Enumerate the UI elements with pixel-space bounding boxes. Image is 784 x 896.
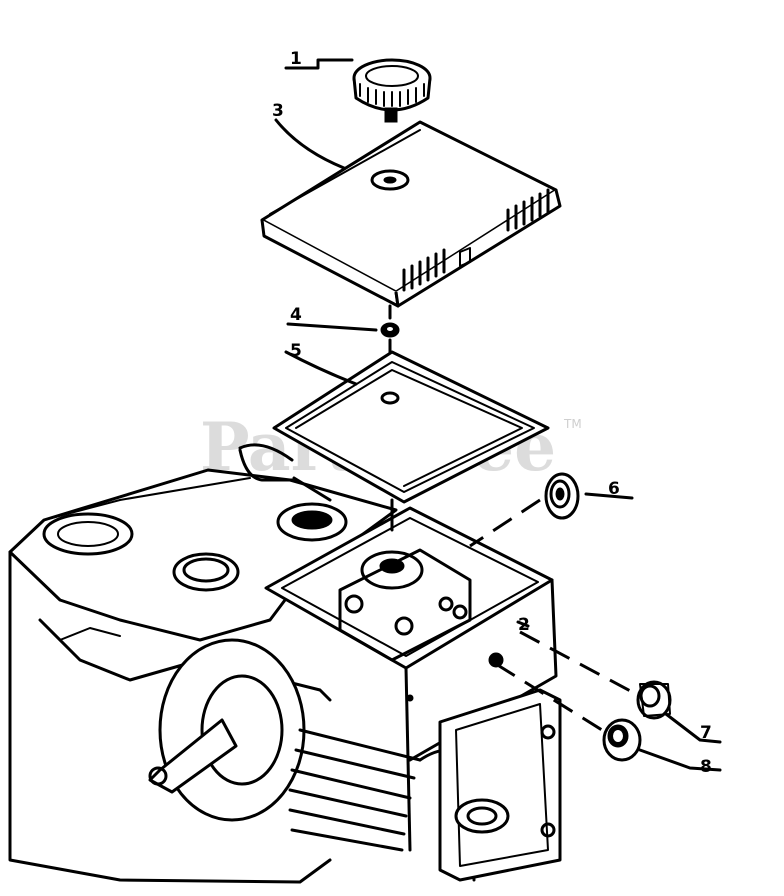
callout-5: 5 <box>290 341 302 361</box>
callout-1: 1 <box>290 49 302 69</box>
assembly-lines <box>390 498 637 732</box>
engine-block <box>8 443 562 884</box>
part-air-cleaner-cover <box>260 120 562 308</box>
part-knob <box>352 58 432 123</box>
part-spacer <box>602 718 642 762</box>
callout-8: 8 <box>700 757 712 777</box>
part-grommet <box>544 472 580 520</box>
callout-leaders <box>274 58 722 772</box>
part-washer <box>380 304 400 358</box>
watermark-trademark: TM <box>563 417 582 431</box>
part-nut <box>636 680 672 720</box>
callout-2: 2 <box>518 615 530 635</box>
callout-3: 3 <box>272 101 284 121</box>
callout-7: 7 <box>700 723 712 743</box>
callout-6: 6 <box>608 479 620 499</box>
callout-4: 4 <box>290 305 302 325</box>
callout-labels: 1 3 4 5 6 7 8 2 <box>272 49 712 777</box>
